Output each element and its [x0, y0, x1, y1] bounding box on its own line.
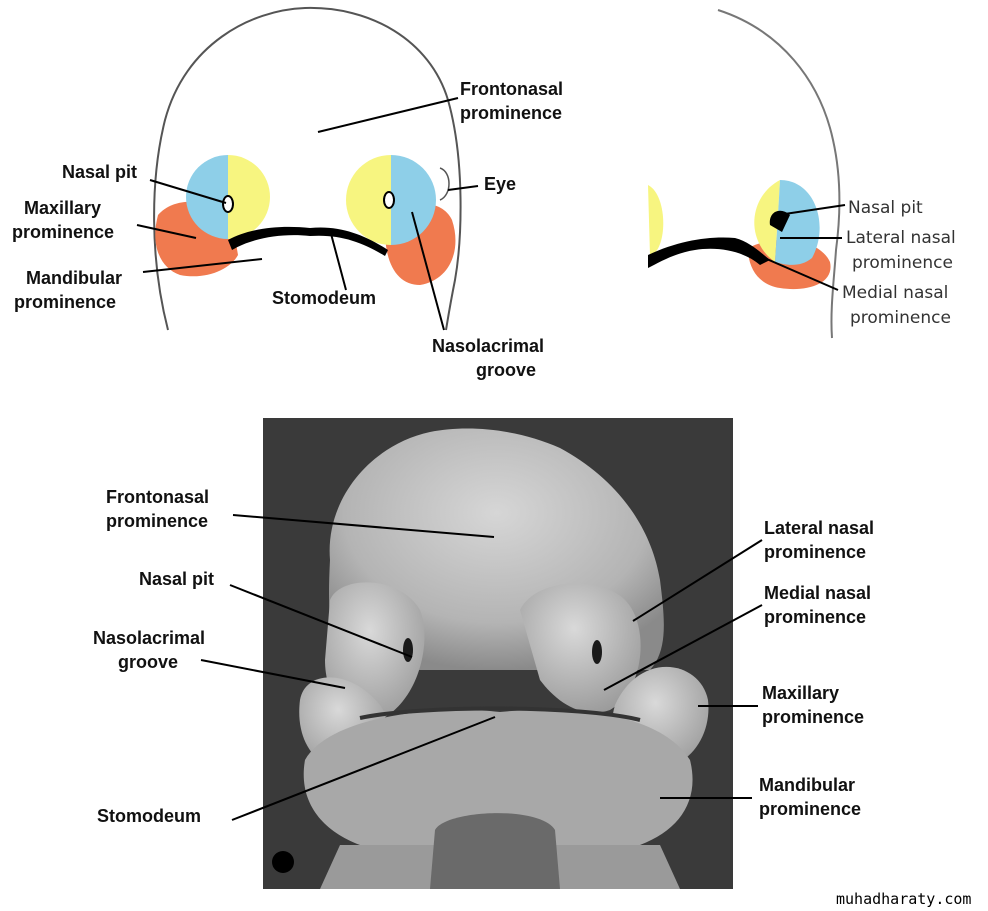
side-nasal-placode — [754, 180, 820, 265]
sem-stomodeum — [359, 706, 641, 722]
sem-label-nasolacrimal: Nasolacrimal groove — [93, 628, 210, 672]
side-view-drawing — [648, 9, 846, 339]
sem-mandible — [303, 709, 693, 845]
front-label-mandibular: Mandibular prominence — [14, 268, 127, 312]
sem-heart-opening — [430, 813, 560, 889]
front-label-maxillary: Maxillary prominence — [12, 198, 114, 242]
front-label-eye: Eye — [484, 174, 516, 194]
front-label-stomodeum: Stomodeum — [272, 288, 376, 308]
side-label-medial-nasal: Medial nasal prominence — [842, 283, 954, 328]
front-stomodeum — [228, 226, 388, 256]
sem-label-mandibular: Mandibular prominence — [759, 775, 861, 819]
front-label-nasal-pit: Nasal pit — [62, 162, 137, 182]
sem-label-frontonasal: Frontonasal prominence — [106, 487, 214, 531]
front-label-frontonasal: Frontonasal prominence — [460, 79, 568, 123]
sem-label-medial-nasal: Medial nasal prominence — [764, 583, 876, 627]
sem-nasal-pit-right — [592, 640, 602, 664]
side-label-nasal-pit: Nasal pit — [848, 198, 923, 218]
sem-lateral-nasal-right — [520, 583, 641, 713]
front-view-drawing — [136, 6, 479, 331]
sem-photo — [200, 418, 763, 889]
side-stomodeum — [648, 237, 770, 268]
credit-watermark: muhadharaty.com — [836, 890, 971, 908]
sem-label-maxillary: Maxillary prominence — [762, 683, 864, 727]
front-label-nasolacrimal: Nasolacrimal groove — [432, 336, 549, 380]
front-eye-bump — [439, 167, 450, 201]
sem-label-stomodeum: Stomodeum — [97, 806, 201, 826]
side-head-outline — [717, 9, 841, 339]
front-nasal-placode-left — [186, 155, 270, 239]
sem-debris — [272, 851, 294, 873]
side-medial-nasal-left — [648, 185, 664, 256]
front-nasal-placode-right — [346, 155, 436, 245]
sem-nasal-pit-left — [403, 638, 413, 662]
side-label-lateral-nasal: Lateral nasal prominence — [846, 228, 961, 273]
sem-label-lateral-nasal: Lateral nasal prominence — [764, 518, 879, 562]
sem-label-nasal-pit: Nasal pit — [139, 569, 214, 589]
